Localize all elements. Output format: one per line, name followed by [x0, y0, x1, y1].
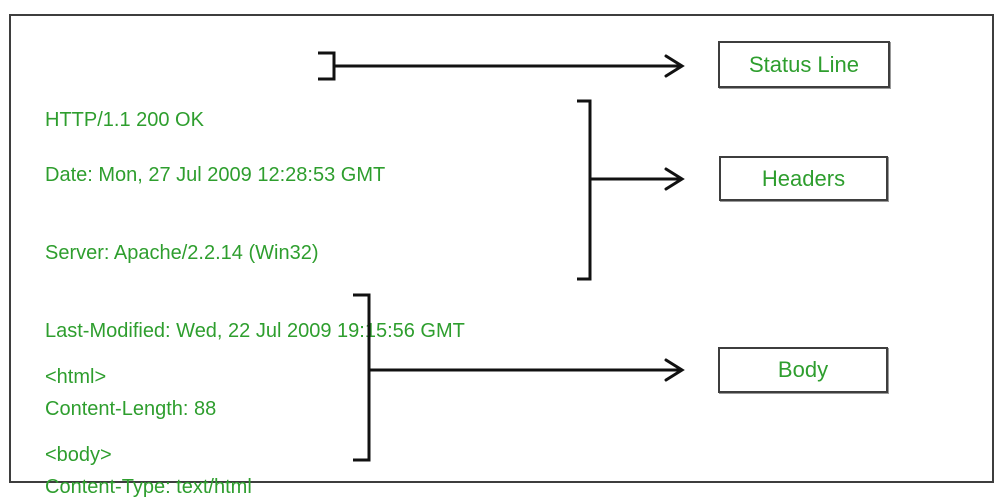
status-line-text: HTTP/1.1 200 OK [45, 55, 204, 185]
status-line-label-box: Status Line [718, 41, 890, 88]
body-label-box: Body [718, 347, 888, 393]
headers-label-box: Headers [719, 156, 888, 201]
status-line-label: Status Line [748, 51, 860, 77]
headers-label: Headers [761, 165, 846, 191]
body-line-html-open: <html> [45, 366, 107, 388]
body-label: Body [777, 357, 829, 382]
status-line-value: HTTP/1.1 200 OK [45, 109, 204, 131]
header-line-content-type: Content-Type: text/html [45, 476, 252, 498]
body-text-block: <html> <body> <h1>Hello, World!</h1> </b… [45, 312, 256, 499]
headers-text-block: Date: Mon, 27 Jul 2009 12:28:53 GMT Serv… [45, 110, 465, 499]
diagram-outer-border [9, 14, 994, 483]
body-line-body-open: <body> [45, 444, 112, 466]
header-line-date: Date: Mon, 27 Jul 2009 12:28:53 GMT [45, 164, 386, 186]
header-line-server: Server: Apache/2.2.14 (Win32) [45, 242, 319, 264]
header-line-content-length: Content-Length: 88 [45, 398, 217, 420]
